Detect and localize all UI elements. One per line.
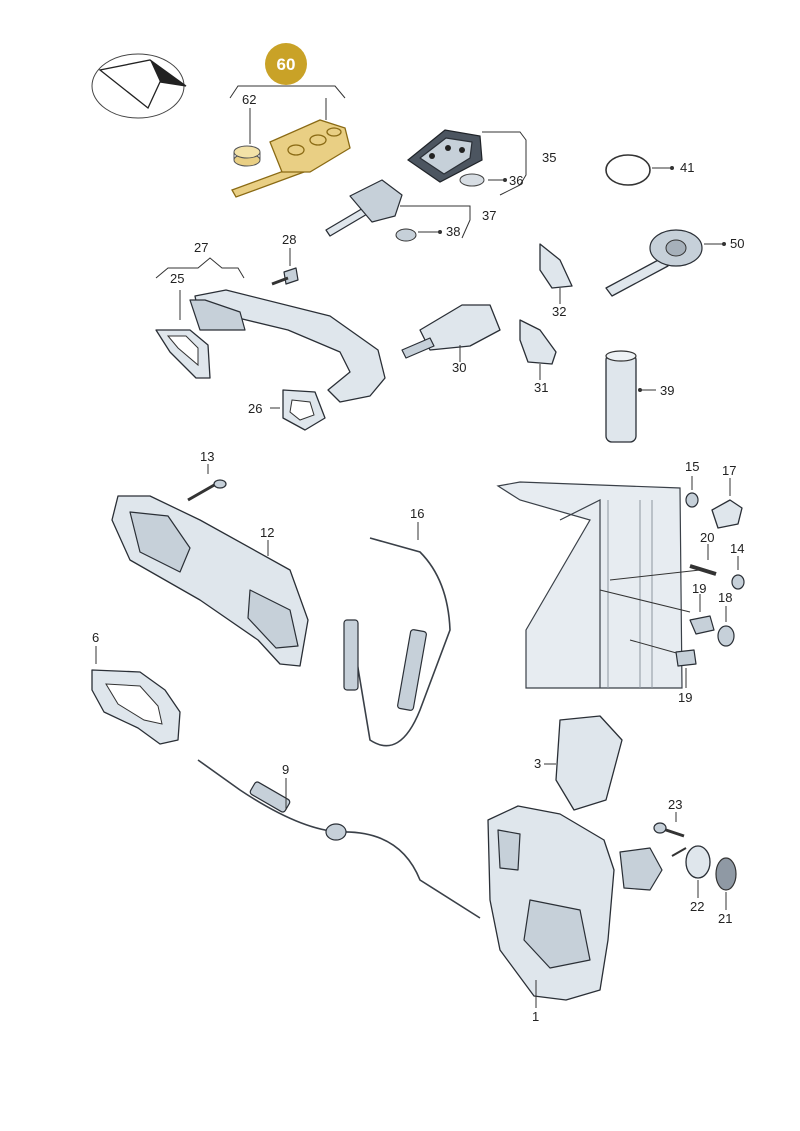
callout-13: 13 (200, 449, 214, 464)
battery-coin[interactable] (233, 145, 261, 167)
key-blade[interactable] (325, 179, 403, 237)
callout-19-upper: 19 (692, 581, 706, 596)
callout-20: 20 (700, 530, 714, 545)
callout-14: 14 (730, 541, 744, 556)
cap-32[interactable] (539, 243, 573, 289)
seal-18[interactable] (717, 625, 735, 647)
washer-15[interactable] (685, 492, 699, 508)
callout-27: 27 (194, 240, 208, 255)
callout-3: 3 (534, 756, 541, 771)
screw-13[interactable] (187, 479, 227, 502)
vehicle-key[interactable] (605, 229, 703, 297)
callout-36: 36 (509, 173, 523, 188)
badge-number: 60 (277, 55, 296, 74)
outer-door-handle[interactable] (189, 289, 386, 403)
inner-door-handle[interactable] (91, 669, 181, 745)
callout-26: 26 (248, 401, 262, 416)
cover-21[interactable] (715, 857, 737, 891)
striker-plate-22[interactable] (671, 845, 711, 879)
callout-28: 28 (282, 232, 296, 247)
callout-25: 25 (170, 271, 184, 286)
callout-12: 12 (260, 525, 274, 540)
lubricant-tube[interactable] (605, 350, 637, 443)
callout-41: 41 (680, 160, 694, 175)
battery-36[interactable] (459, 173, 485, 187)
highlight-badge[interactable]: 60 (265, 43, 307, 85)
direction-arrow-logo-icon (91, 53, 187, 119)
lock-cylinder[interactable] (401, 304, 501, 359)
callout-15: 15 (685, 459, 699, 474)
screw-23[interactable] (653, 822, 685, 838)
remote-key-fob[interactable] (406, 129, 483, 183)
emblem-38[interactable] (395, 228, 417, 242)
callout-19-lower: 19 (678, 690, 692, 705)
door-lock[interactable] (487, 805, 663, 1001)
bowden-cable-16[interactable] (343, 537, 451, 747)
handle-carrier[interactable] (111, 495, 309, 667)
screw-28[interactable] (271, 267, 299, 286)
screw-19b[interactable] (675, 649, 697, 667)
handle-gasket-25[interactable] (155, 329, 211, 379)
callout-18: 18 (718, 590, 732, 605)
callout-50: 50 (730, 236, 744, 251)
cap-31[interactable] (519, 319, 557, 365)
o-ring[interactable] (605, 154, 651, 186)
bolt-20[interactable] (689, 564, 717, 576)
callout-23: 23 (668, 797, 682, 812)
callout-16: 16 (410, 506, 424, 521)
callout-31: 31 (534, 380, 548, 395)
callout-39: 39 (660, 383, 674, 398)
screw-19a[interactable] (689, 615, 715, 635)
callout-37: 37 (482, 208, 496, 223)
callout-21: 21 (718, 911, 732, 926)
cap-17[interactable] (711, 499, 743, 529)
callout-38: 38 (446, 224, 460, 239)
nut-14[interactable] (731, 574, 745, 590)
callout-30: 30 (452, 360, 466, 375)
callout-22: 22 (690, 899, 704, 914)
lock-bracket[interactable] (555, 715, 623, 811)
callout-62: 62 (242, 92, 256, 107)
callout-9: 9 (282, 762, 289, 777)
callout-17: 17 (722, 463, 736, 478)
callout-35: 35 (542, 150, 556, 165)
callout-32: 32 (552, 304, 566, 319)
door-frame-panel (496, 481, 683, 689)
callout-1: 1 (532, 1009, 539, 1024)
callout-6: 6 (92, 630, 99, 645)
bowden-cable-9[interactable] (197, 759, 481, 919)
handle-gasket-26[interactable] (282, 389, 326, 431)
flip-key-highlighted[interactable] (231, 119, 351, 198)
